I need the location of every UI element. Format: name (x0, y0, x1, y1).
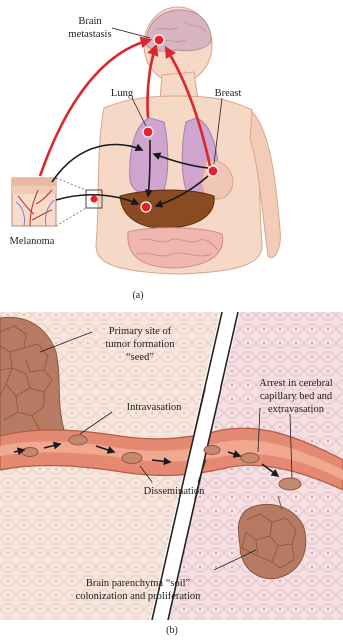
label-arrest-line3: extravasation (268, 404, 325, 415)
label-dissemination: Dissemination (144, 486, 205, 497)
label-primary-line2: tumor formation (105, 339, 175, 350)
melanoma-skin-block (12, 178, 56, 226)
label-arrest-line1: Arrest in cerebral (259, 378, 333, 389)
dot-breast (208, 166, 218, 176)
label-brain-metastasis-line2: metastasis (68, 29, 111, 40)
label-melanoma: Melanoma (10, 236, 55, 247)
panel-b: Primary site of tumor formation “seed” I… (0, 312, 343, 636)
caption-b: (b) (166, 625, 178, 636)
label-lung: Lung (111, 88, 134, 99)
label-soil-line1: Brain parenchyma “soil” (86, 578, 191, 589)
dot-brain (154, 35, 164, 45)
caption-a: (a) (132, 290, 143, 301)
label-arrest-line2: capillary bed and (260, 391, 333, 402)
dot-melanoma (91, 196, 98, 203)
label-brain-metastasis-line1: Brain (78, 16, 102, 27)
dot-liver (141, 202, 151, 212)
label-primary-line1: Primary site of (109, 326, 172, 337)
dot-lung (143, 127, 153, 137)
label-breast: Breast (215, 88, 242, 99)
label-intravasation: Intravasation (127, 402, 183, 413)
label-primary-line3: “seed” (126, 352, 154, 363)
panel-a: Brain metastasis Lung Breast Melanoma (a… (10, 7, 281, 301)
label-soil-line2: colonization and proliferation (76, 591, 202, 602)
